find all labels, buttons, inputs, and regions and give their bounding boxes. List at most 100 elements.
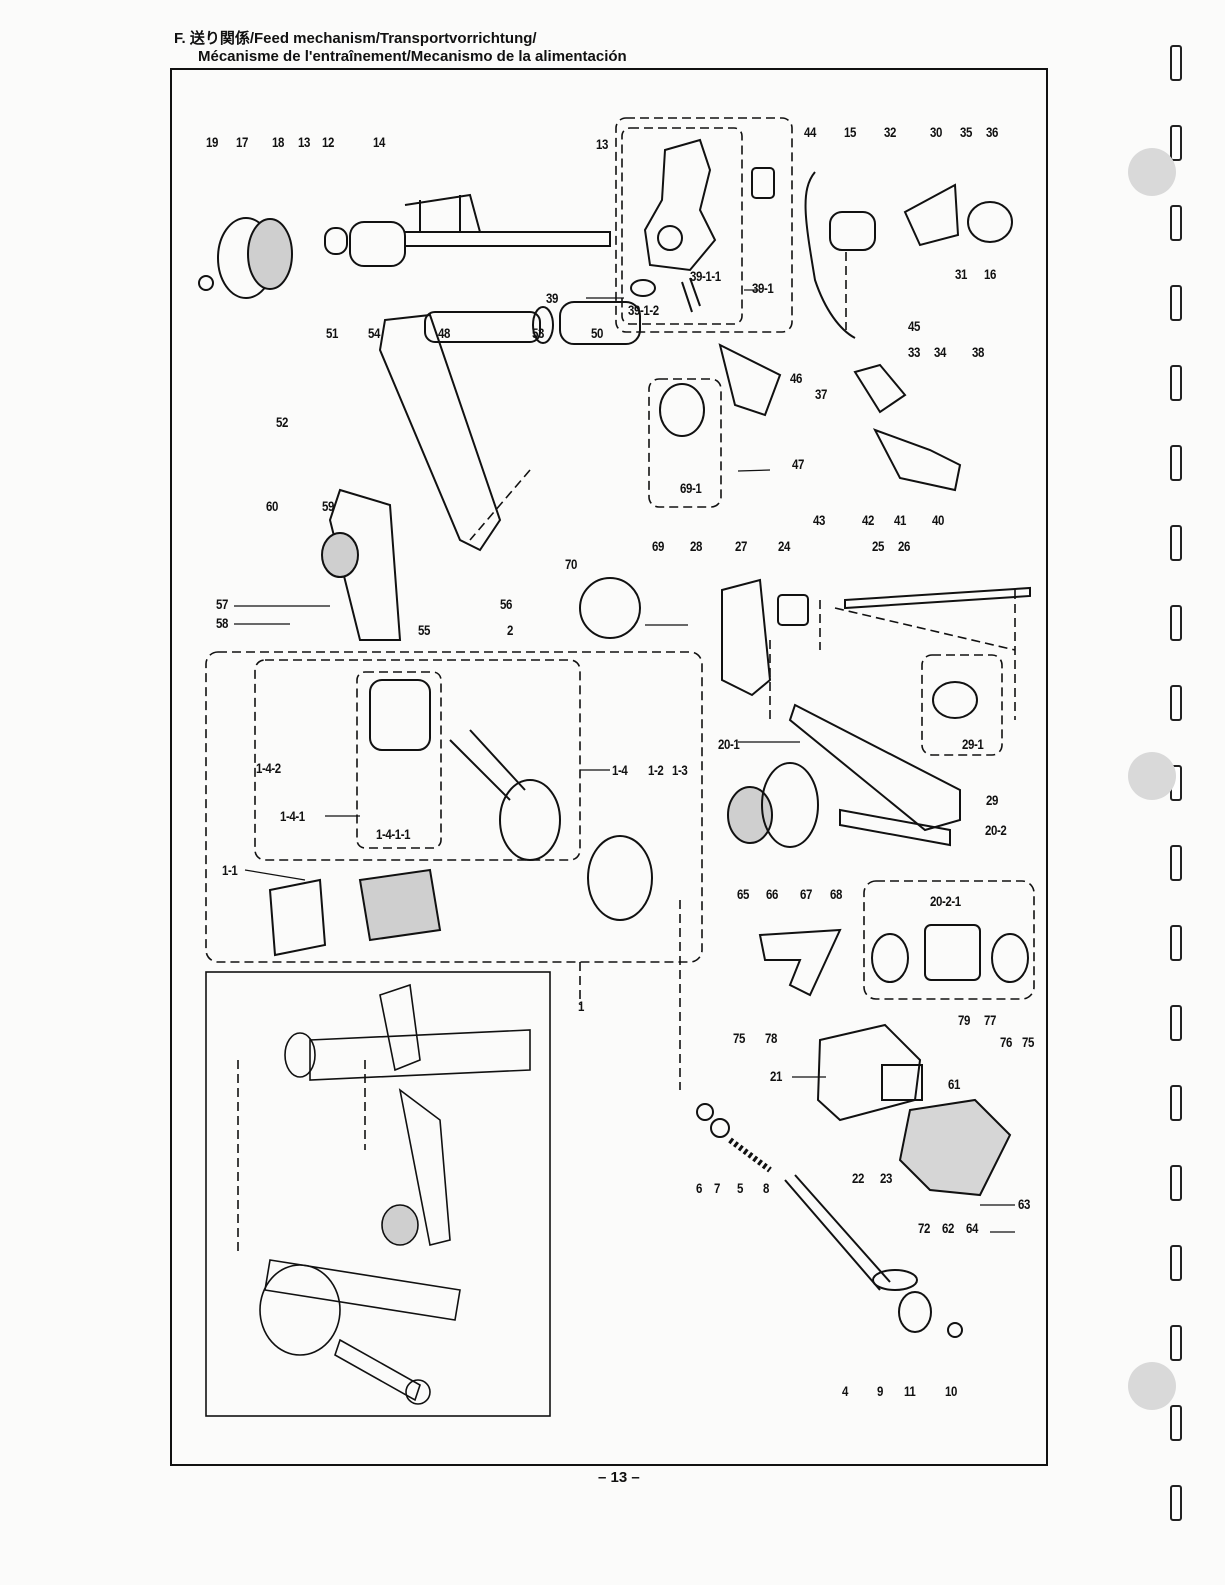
shaft-25	[844, 586, 1031, 610]
binder-tab	[1170, 45, 1182, 81]
cam-67	[761, 762, 819, 848]
part-label: 41	[894, 512, 906, 528]
part-label: 60	[266, 498, 278, 514]
part-label: 11	[904, 1383, 916, 1399]
part-label: 28	[690, 538, 702, 554]
washer-6	[696, 1103, 714, 1121]
arm-37	[853, 363, 907, 414]
part-label: 17	[236, 134, 248, 150]
binder-tab	[1170, 125, 1182, 161]
part-label: 23	[880, 1170, 892, 1186]
part-label: 63	[1018, 1196, 1030, 1212]
part-label: 64	[966, 1220, 978, 1236]
collar-16	[967, 201, 1013, 243]
part-label: 6	[696, 1180, 702, 1196]
feed-regulator-plate-55	[328, 488, 402, 641]
part-label: 42	[862, 512, 874, 528]
binder-tab	[1170, 1085, 1182, 1121]
group-1-4-1-box	[356, 671, 442, 849]
feed-base-21	[816, 1023, 922, 1122]
group-29-box	[921, 654, 1003, 756]
part-label: 20-2	[985, 822, 1007, 838]
part-label: 37	[815, 386, 827, 402]
part-label: 39	[546, 290, 558, 306]
plate-61	[881, 1064, 923, 1101]
part-label: 1-1	[222, 862, 238, 878]
block-1-1	[268, 878, 327, 957]
part-label: 1	[578, 998, 584, 1014]
plate-62	[898, 1098, 1012, 1197]
group-1-box	[205, 651, 703, 963]
plate-9	[872, 1269, 918, 1291]
group-1-4-box	[254, 659, 581, 861]
knob-11	[898, 1291, 932, 1333]
part-label: 22	[852, 1170, 864, 1186]
binder-tab	[1170, 1325, 1182, 1361]
heading-line-1: F. 送り関係/Feed mechanism/Transportvorricht…	[174, 30, 537, 47]
part-label: 21	[770, 1068, 782, 1084]
part-label: 43	[813, 512, 825, 528]
part-label: 4	[842, 1383, 848, 1399]
screw-10	[947, 1322, 963, 1338]
part-label: 20-1	[718, 736, 740, 752]
binder-tab	[1170, 605, 1182, 641]
punch-hole	[1128, 1362, 1176, 1410]
diagram-frame	[170, 68, 1048, 1466]
part-label: 32	[884, 124, 896, 140]
part-label: 78	[765, 1030, 777, 1046]
part-label: 39-1-1	[690, 268, 721, 284]
feed-shaft-assembly	[198, 193, 611, 299]
part-label: 25	[872, 538, 884, 554]
crank-46	[718, 343, 782, 417]
part-label: 2	[507, 622, 513, 638]
part-label: 1-2	[648, 762, 664, 778]
part-label: 33	[908, 344, 920, 360]
binder-tab	[1170, 205, 1182, 241]
bearing-ring	[358, 868, 442, 942]
part-label: 72	[918, 1220, 930, 1236]
part-label: 13	[596, 136, 608, 152]
part-label: 76	[1000, 1034, 1012, 1050]
group-39-inner-box	[621, 127, 743, 325]
assembly-overview-box	[205, 971, 551, 1417]
part-label: 24	[778, 538, 790, 554]
part-label: 75	[733, 1030, 745, 1046]
part-label: 1-4-2	[256, 760, 281, 776]
part-label: 77	[984, 1012, 996, 1028]
part-label: 1-3	[672, 762, 688, 778]
part-label: 10	[945, 1383, 957, 1399]
washer-7	[710, 1118, 730, 1138]
part-label: 44	[804, 124, 816, 140]
part-label: 66	[766, 886, 778, 902]
part-label: 51	[326, 325, 338, 341]
part-label: 70	[565, 556, 577, 572]
part-label: 20-2-1	[930, 893, 961, 909]
part-label: 47	[792, 456, 804, 472]
feed-dog-78	[758, 928, 842, 997]
part-label: 62	[942, 1220, 954, 1236]
part-label: 5	[737, 1180, 743, 1196]
binder-tab	[1170, 525, 1182, 561]
binder-tab	[1170, 925, 1182, 961]
heading-line-2: Mécanisme de l'entraînement/Mecanismo de…	[198, 48, 627, 65]
binder-tab	[1170, 1485, 1182, 1521]
group-69-box	[648, 378, 722, 508]
part-label: 16	[984, 266, 996, 282]
part-label: 69-1	[680, 480, 702, 496]
spring-5	[728, 1137, 772, 1173]
part-label: 34	[934, 344, 946, 360]
part-label: 12	[322, 134, 334, 150]
part-label: 1-4	[612, 762, 628, 778]
rock-shaft-48	[378, 301, 641, 552]
gear-65	[727, 786, 773, 844]
part-label: 29	[986, 792, 998, 808]
arm-40	[872, 428, 962, 492]
part-label: 14	[373, 134, 385, 150]
collar-69	[659, 383, 705, 437]
punch-hole	[1128, 752, 1176, 800]
binder-tab	[1170, 1245, 1182, 1281]
part-label: 1-4-1	[280, 808, 305, 824]
part-label: 31	[955, 266, 967, 282]
part-label: 57	[216, 596, 228, 612]
